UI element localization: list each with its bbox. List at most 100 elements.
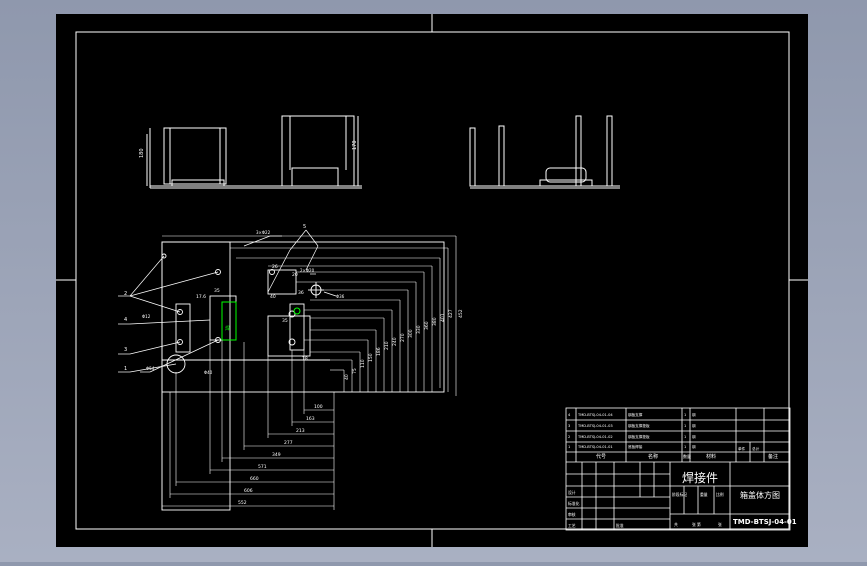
svg-text:2: 2 [568, 435, 570, 439]
svg-text:401: 401 [440, 313, 446, 322]
parts-row-qty: 1 [684, 413, 686, 417]
design-label: 设计 [568, 490, 576, 495]
svg-text:Φ12: Φ12 [142, 314, 151, 319]
parts-row-index: 4 [568, 413, 571, 417]
process-label: 工艺 [568, 523, 576, 528]
v-dimension-lines [162, 235, 457, 396]
header-code: 代号 [596, 453, 606, 460]
svg-text:Φ54: Φ54 [146, 366, 155, 371]
svg-text:钢: 钢 [692, 423, 696, 428]
check-label: 审核 [568, 512, 576, 517]
title-block-grid [565, 407, 791, 531]
parts-row-code: TMD-BTSJ-04-01-04 [577, 413, 613, 417]
svg-text:钢: 钢 [692, 444, 696, 449]
header-remark: 备注 [768, 453, 778, 460]
svg-text:26: 26 [272, 264, 278, 270]
svg-text:3×Φ22: 3×Φ22 [256, 230, 271, 235]
callout-3: 3 [124, 347, 127, 353]
parts-list: 4 TMD-BTSJ-04-01-04 钢板支撑 1 钢 3 TMD-BTSJ-… [568, 412, 696, 449]
svg-text:163: 163 [306, 416, 315, 422]
callout-labels: 2 4 3 1 5 3×Φ22 Φ12 Φ54 2×Φ20 Φ36 Φ40 [124, 224, 345, 375]
svg-text:300: 300 [408, 329, 414, 338]
svg-text:270: 270 [400, 333, 406, 342]
signature-labels: 设计 标准化 审核 工艺 批准 阶段标记 重量 比例 共 张 第 张 [568, 490, 724, 528]
of-label: 张 第 [692, 522, 701, 527]
svg-text:150: 150 [368, 353, 374, 362]
svg-text:TMD-BTSJ-04-01-02: TMD-BTSJ-04-01-02 [577, 435, 613, 439]
callout-5: 5 [303, 224, 306, 230]
svg-text:40: 40 [270, 294, 276, 300]
svg-text:40: 40 [344, 374, 350, 380]
svg-text:110: 110 [360, 359, 366, 368]
svg-text:底板焊接: 底板焊接 [628, 444, 643, 449]
stage-label: 阶段标记 [672, 492, 687, 497]
header-qty: 数量 [683, 453, 691, 459]
svg-text:35: 35 [282, 318, 288, 324]
svg-text:17.6: 17.6 [196, 294, 206, 300]
svg-text:552: 552 [238, 500, 247, 506]
svg-text:660: 660 [250, 476, 259, 482]
header-weight: 单件 [738, 446, 746, 451]
svg-text:18: 18 [302, 356, 308, 362]
parts-row-material: 钢 [692, 412, 696, 417]
center-marks [56, 14, 808, 547]
callout-1: 1 [124, 366, 127, 372]
sheet-suffix: 张 [718, 522, 722, 527]
svg-text:TMD-BTSJ-04-01-01: TMD-BTSJ-04-01-01 [577, 445, 613, 449]
drawing-name: 箱盖体方图 [740, 490, 780, 500]
h-dimension-labels: 552 606 660 571 349 277 213 163 100 [238, 404, 323, 506]
svg-text:330: 330 [416, 325, 422, 334]
svg-text:427: 427 [448, 309, 454, 318]
svg-text:452: 452 [458, 309, 464, 318]
svg-text:360: 360 [424, 321, 430, 330]
svg-text:186: 186 [376, 347, 382, 356]
drawing-number: TMD-BTSJ-04-01 [733, 518, 797, 526]
svg-text:钢板支撑垫板: 钢板支撑垫板 [628, 434, 650, 439]
highlight-label-a: 焊 [225, 325, 230, 332]
highlight-plate [221, 301, 237, 341]
svg-text:1: 1 [684, 435, 686, 439]
svg-text:277: 277 [284, 440, 293, 446]
svg-text:Φ36: Φ36 [336, 294, 345, 299]
elev-left-dim: 180 [139, 148, 145, 158]
svg-text:1: 1 [684, 424, 686, 428]
weight-label: 重量 [700, 492, 708, 497]
svg-text:1: 1 [684, 445, 686, 449]
svg-text:TMD-BTSJ-04-01-03: TMD-BTSJ-04-01-03 [577, 424, 613, 428]
callout-4: 4 [124, 317, 127, 323]
svg-text:20: 20 [292, 272, 298, 278]
svg-text:1: 1 [568, 445, 570, 449]
svg-text:35: 35 [214, 288, 220, 294]
svg-text:36: 36 [298, 290, 304, 296]
svg-text:钢板支撑垫板: 钢板支撑垫板 [628, 423, 650, 428]
parts-row-name: 钢板支撑 [628, 412, 643, 417]
svg-text:Φ40: Φ40 [204, 370, 213, 375]
h-dimension-lines [161, 340, 335, 510]
leader-lines [118, 229, 337, 373]
svg-text:571: 571 [258, 464, 267, 470]
approve-label: 批准 [616, 523, 624, 528]
svg-text:100: 100 [314, 404, 323, 410]
v-dimension-labels: 452 427 401 380 360 330 300 270 240 210 … [344, 309, 464, 380]
svg-text:213: 213 [296, 428, 305, 434]
svg-text:349: 349 [272, 452, 281, 458]
small-dimensions: 26 36 40 20 17.6 35 35 18 [196, 264, 308, 362]
sheet-label: 共 [674, 522, 678, 527]
header-name: 名称 [648, 453, 658, 460]
part-title: 焊接件 [682, 470, 718, 485]
standardize-label: 标准化 [568, 501, 580, 506]
callout-2: 2 [124, 291, 127, 297]
svg-text:75: 75 [352, 368, 358, 374]
svg-text:钢: 钢 [692, 434, 696, 439]
header-material: 材料 [706, 453, 716, 460]
parts-header: 代号 名称 数量 材料 单件 总计 备注 [596, 446, 778, 460]
highlight-hole [293, 307, 301, 315]
svg-text:380: 380 [432, 317, 438, 326]
svg-text:2×Φ20: 2×Φ20 [300, 268, 315, 273]
svg-text:606: 606 [244, 488, 253, 494]
svg-text:240: 240 [392, 337, 398, 346]
side-elevation [469, 115, 620, 189]
elev-mid-dim: 170 [352, 140, 358, 150]
